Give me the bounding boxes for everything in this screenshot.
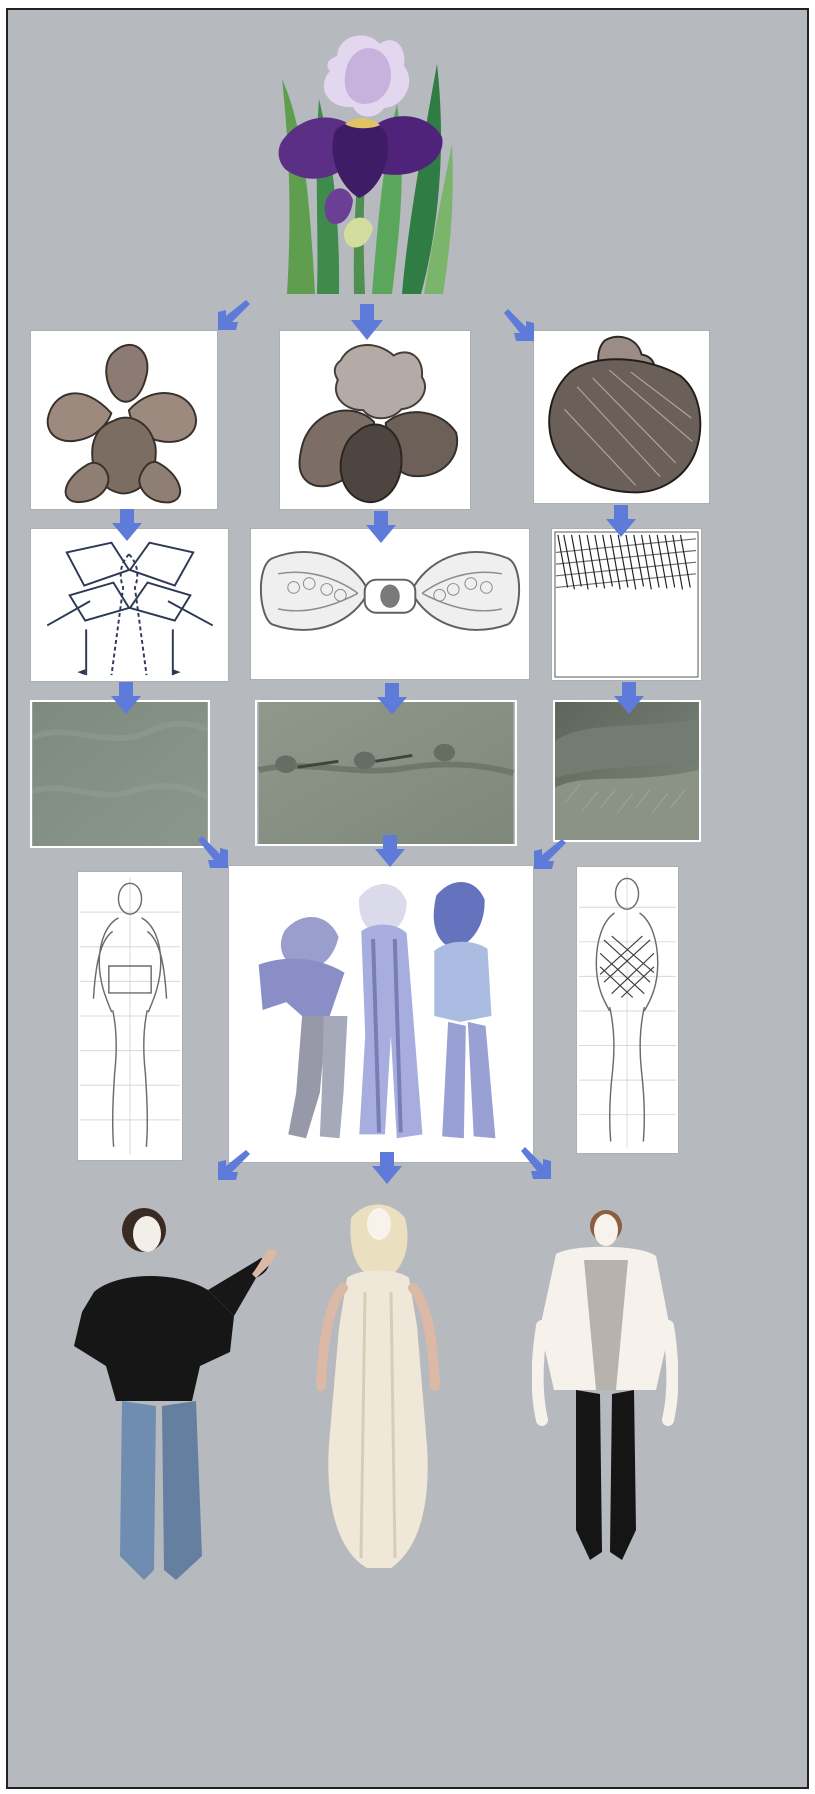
white-hooded-dress-outfit xyxy=(313,1196,443,1578)
flow-arrow-icon xyxy=(213,296,253,336)
flow-arrow-icon xyxy=(349,302,385,342)
flow-arrow-icon xyxy=(501,308,541,344)
flow-arrow-icon xyxy=(604,503,638,539)
iris-flower-illustration xyxy=(267,24,457,302)
flow-arrow-icon xyxy=(213,1146,253,1184)
three-model-illustration xyxy=(229,866,533,1162)
petal-close-up-sketch xyxy=(534,331,709,503)
front-croquis-left xyxy=(78,872,182,1160)
flow-arrow-icon xyxy=(373,833,407,869)
furry-felt-sample xyxy=(553,700,701,842)
flow-arrow-icon xyxy=(109,680,143,716)
front-croquis-right xyxy=(577,867,678,1153)
flow-arrow-icon xyxy=(195,835,235,873)
flow-arrow-icon xyxy=(612,680,646,716)
white-fur-coat-outfit xyxy=(532,1196,678,1578)
flow-arrow-icon xyxy=(364,509,398,545)
flow-arrow-icon xyxy=(518,1146,558,1184)
bow-shape-pattern xyxy=(251,529,529,679)
flow-arrow-icon xyxy=(110,507,144,543)
flat-felt-sample xyxy=(30,700,210,848)
black-jacket-outfit xyxy=(64,1196,278,1588)
side-view-iris-sketch xyxy=(280,331,470,509)
flow-arrow-icon xyxy=(529,835,569,873)
diagram-frame xyxy=(6,8,809,1789)
buttoned-felt-sample xyxy=(255,700,517,846)
flow-arrow-icon xyxy=(375,681,409,717)
open-iris-sketch xyxy=(31,331,217,509)
flow-arrow-icon xyxy=(370,1150,404,1186)
body-pattern-diagram xyxy=(31,529,228,681)
texture-stitch-pattern xyxy=(552,529,701,680)
